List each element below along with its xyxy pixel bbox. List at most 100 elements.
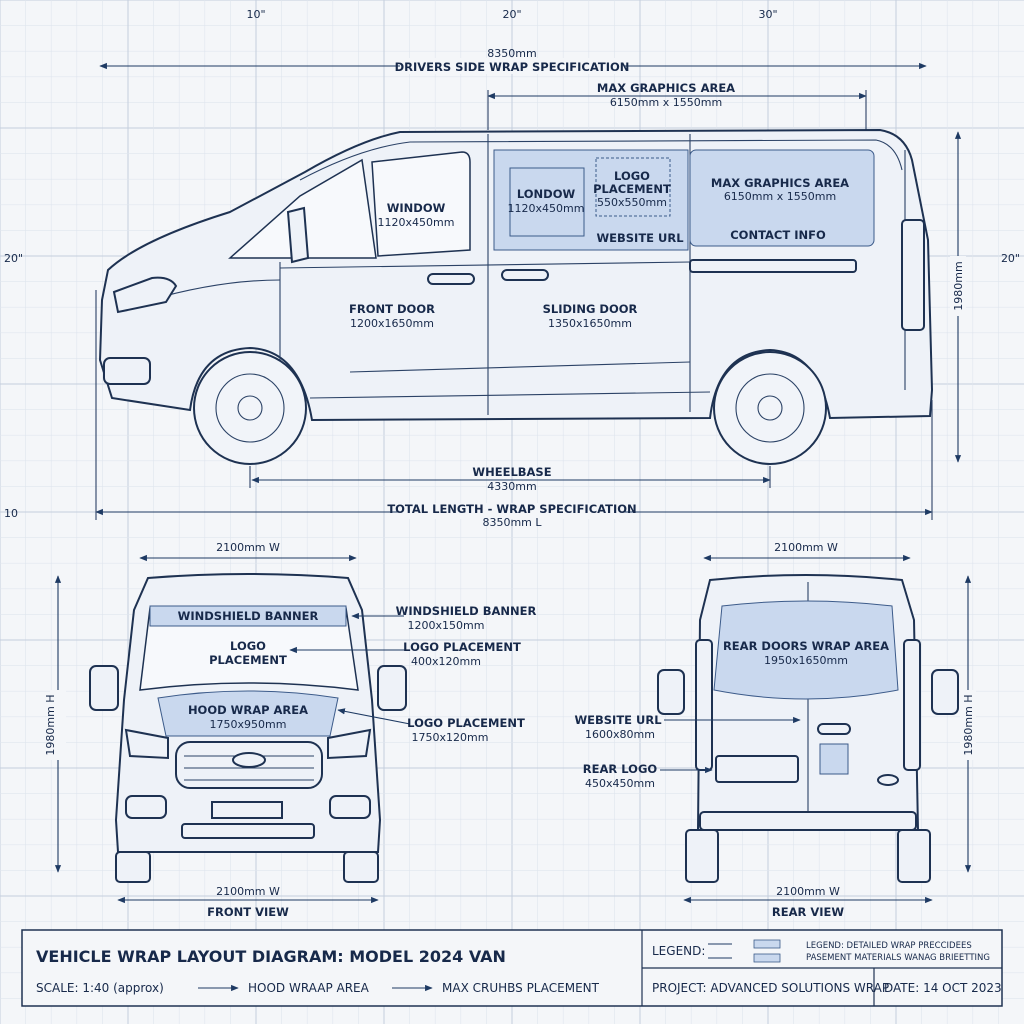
graphics-area-left	[493, 149, 689, 251]
legend-swatches	[708, 939, 781, 963]
logo-label-2: PLACEMENT	[593, 182, 671, 196]
front-right-foglight	[329, 795, 371, 819]
front-badge	[232, 752, 266, 768]
scale-text: SCALE: 1:40 (approx)	[36, 981, 164, 995]
side-total-top-dim: 8350mm	[487, 47, 536, 60]
front-banner-text: WINDSHIELD BANNER	[178, 609, 319, 623]
sliding-door-label: SLIDING DOOR	[543, 302, 638, 316]
sliding-door-dim: 1350x1650mm	[548, 317, 632, 330]
rear-area-dim: 1950x1650mm	[764, 654, 848, 667]
rear-door-handle	[817, 723, 851, 735]
ruler-top-10: 10"	[246, 8, 265, 21]
logo-box	[595, 157, 671, 217]
fog-light	[103, 357, 151, 385]
callout-banner-label: WINDSHIELD BANNER	[396, 604, 537, 618]
legend-line-1: LEGEND: DETAILED WRAP PRECCIDEES	[806, 941, 972, 951]
rear-area-label: REAR DOORS WRAP AREA	[723, 639, 889, 653]
title-block: VEHICLE WRAP LAYOUT DIAGRAM: MODEL 2024 …	[21, 929, 1003, 1007]
rear-right-mirror	[931, 669, 959, 715]
max-area-dim: 6150mm x 1550mm	[610, 96, 722, 109]
windshield-banner-area	[149, 605, 347, 627]
rear-plate	[715, 755, 799, 783]
callout-logo-label: LOGO PLACEMENT	[403, 640, 521, 654]
callout-banner-dim: 1200x150mm	[408, 619, 485, 632]
rear-left-mirror	[657, 669, 685, 715]
graphics-area-right	[689, 149, 875, 247]
front-logo-text-2: PLACEMENT	[209, 653, 287, 667]
rear-wrap-area	[713, 600, 899, 700]
max-area-label: MAX GRAPHICS AREA	[597, 81, 735, 95]
rear-logo-dim: 450x450mm	[585, 777, 655, 790]
legend-label: LEGEND:	[652, 944, 705, 958]
side-window	[371, 151, 471, 257]
side-mirror	[286, 206, 310, 264]
rear-wheel	[713, 351, 827, 465]
panel-label: MAX GRAPHICS AREA	[711, 176, 849, 190]
rear-left-tire	[685, 829, 719, 883]
rear-logo-area	[819, 743, 849, 775]
ruler-left-20: 20"	[4, 252, 23, 265]
wheelbase-label: WHEELBASE	[472, 465, 551, 479]
side-spec-title: DRIVERS SIDE WRAP SPECIFICATION	[395, 60, 630, 74]
hood-area	[157, 690, 339, 737]
rear-light	[901, 219, 925, 331]
front-right-mirror	[377, 665, 407, 711]
ruler-right-20: 20"	[1001, 252, 1020, 265]
rear-view: 2100mm W REAR DOORS WRAP AREA 1950x1650m…	[574, 541, 976, 919]
rear-view-label: REAR VIEW	[772, 905, 845, 919]
panel-dim: 6150mm x 1550mm	[724, 190, 836, 203]
legend-line-2: PASEMENT MATERIALS WANAG BRIEETTING	[806, 953, 990, 963]
callout-logo2-dim: 1750x120mm	[412, 731, 489, 744]
rear-height-dim: 1980mm H	[962, 694, 975, 755]
front-view-label: FRONT VIEW	[207, 905, 289, 919]
rear-website-label: WEBSITE URL	[574, 713, 662, 727]
front-door-handle	[427, 273, 475, 285]
ruler-left-10: 10	[4, 507, 18, 520]
front-plate	[211, 801, 283, 819]
window-dim: 1120x450mm	[378, 216, 455, 229]
slide-rail	[689, 259, 857, 273]
hood-label: HOOD WRAP AREA	[188, 703, 308, 717]
rear-right-tire	[897, 829, 931, 883]
rear-width-bottom: 2100mm W	[776, 885, 840, 898]
rear-right-taillight	[903, 639, 921, 771]
window-label: WINDOW	[387, 201, 446, 215]
logo-label-1: LOGO	[614, 169, 650, 183]
london-box	[509, 167, 585, 237]
front-right-headlight	[327, 728, 372, 760]
rear-bumper	[699, 811, 917, 831]
front-width-top: 2100mm W	[216, 541, 280, 554]
footer-arrow1-label: HOOD WRAAP AREA	[248, 981, 370, 995]
rear-left-taillight	[695, 639, 713, 771]
contact-label: CONTACT INFO	[730, 228, 826, 242]
front-left-mirror	[89, 665, 119, 711]
front-door-label: FRONT DOOR	[349, 302, 435, 316]
website-label: WEBSITE URL	[596, 231, 684, 245]
front-view: 2100mm W WINDSHIELD BANNER LOGO PLACEMEN…	[44, 541, 536, 919]
front-logo-text-1: LOGO	[230, 639, 266, 653]
date-text: DATE: 14 OCT 2023	[884, 981, 1002, 995]
wheelbase-dim: 4330mm	[487, 480, 536, 493]
ruler-top-30: 30"	[758, 8, 777, 21]
ruler-top-20: 20"	[502, 8, 521, 21]
callout-logo2-label: LOGO PLACEMENT	[407, 716, 525, 730]
windshield	[139, 607, 359, 691]
diagram-title: VEHICLE WRAP LAYOUT DIAGRAM: MODEL 2024 …	[36, 947, 506, 966]
front-height-dim: 1980mm H	[44, 694, 57, 755]
side-height-dim: 1980mm	[952, 261, 965, 310]
front-width-bottom: 2100mm W	[216, 885, 280, 898]
front-right-tire	[343, 851, 379, 883]
top-ruler: 10" 20" 30" 20" 10 20"	[4, 8, 1020, 520]
front-left-tire	[115, 851, 151, 883]
headlight	[112, 276, 178, 314]
front-left-foglight	[125, 795, 167, 819]
callout-logo-dim: 400x120mm	[411, 655, 481, 668]
footer-arrow2-label: MAX CRUHBS PLACEMENT	[442, 981, 600, 995]
london-label: LONDOW	[517, 187, 576, 201]
logo-dim: 550x550mm	[597, 196, 667, 209]
hood-dim: 1750x950mm	[210, 718, 287, 731]
rear-logo-label: REAR LOGO	[583, 762, 658, 776]
london-dim: 1120x450mm	[508, 202, 585, 215]
total-length-label: TOTAL LENGTH - WRAP SPECIFICATION	[387, 502, 636, 516]
